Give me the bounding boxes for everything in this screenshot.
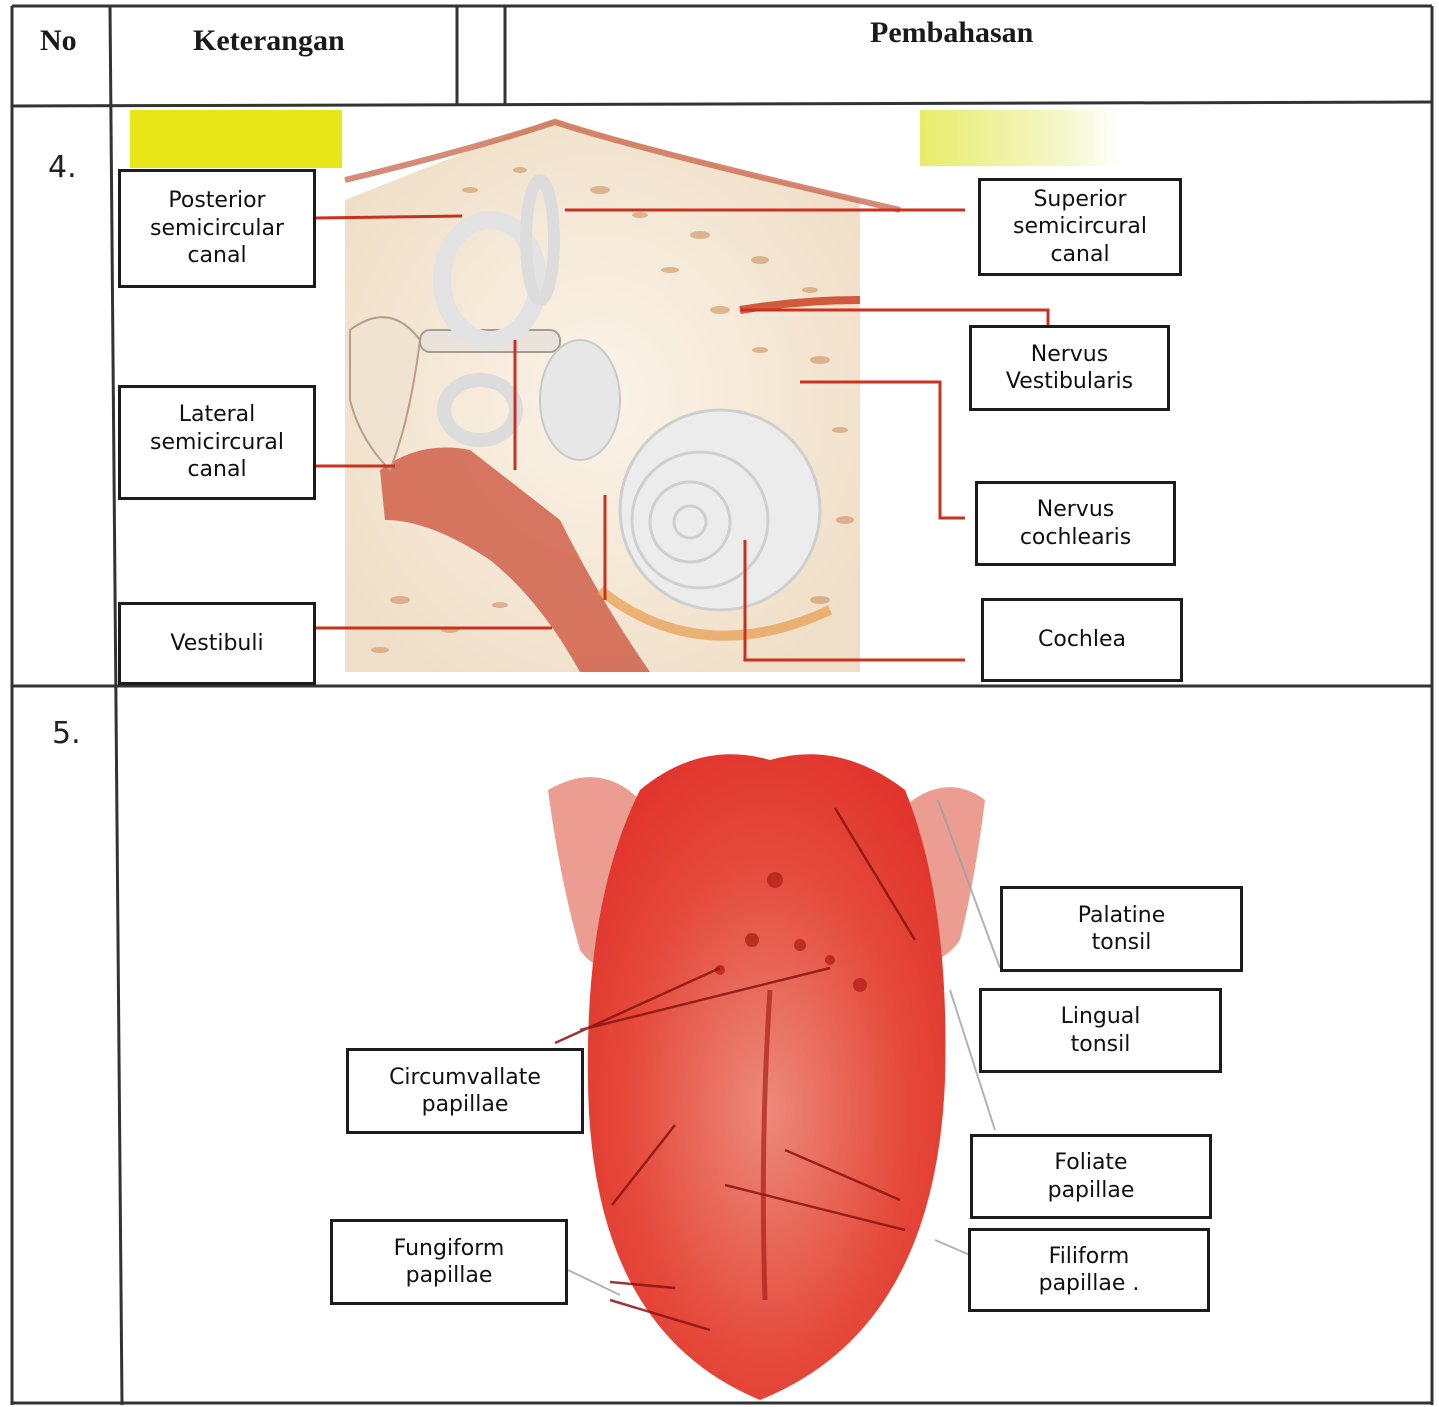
label-lingual-tonsil: Lingual tonsil [979, 988, 1222, 1073]
label-fungiform-papillae: Fungiform papillae [330, 1219, 568, 1305]
label-circumvallate-papillae: Circumvallate papillae [346, 1048, 584, 1134]
label-palatine-tonsil: Palatine tonsil [1000, 886, 1243, 972]
label-foliate-papillae: Foliate papillae [970, 1134, 1212, 1219]
label-filiform-papillae: Filiform papillae . [968, 1228, 1210, 1312]
